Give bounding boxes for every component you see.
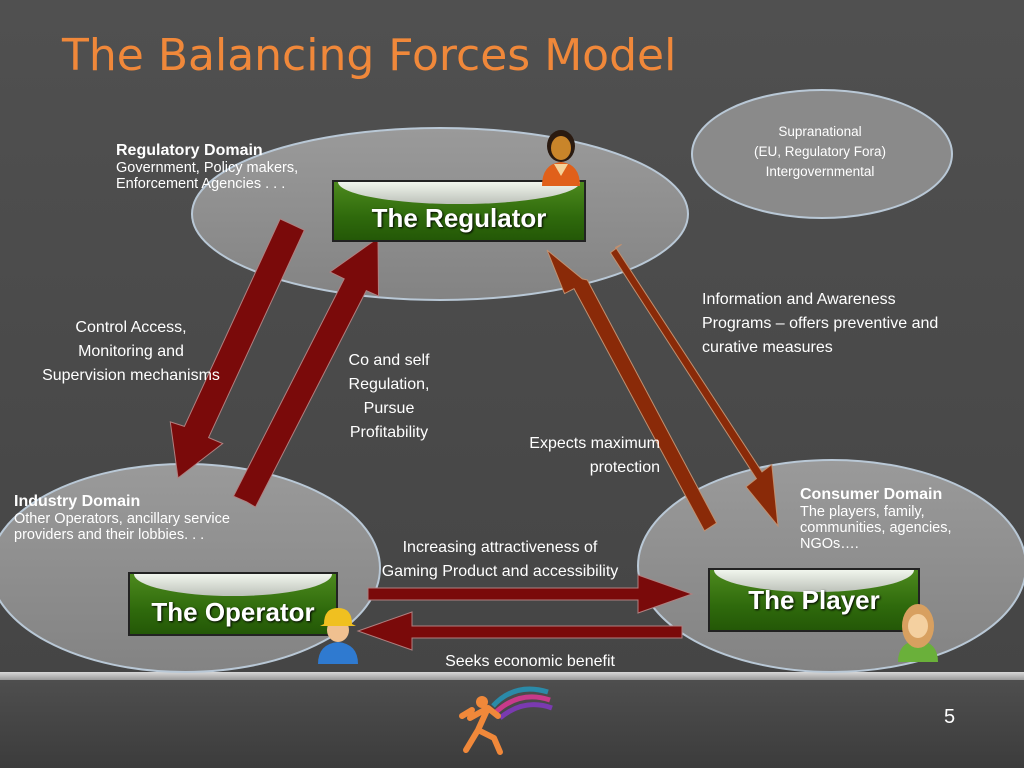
node-gloss	[134, 574, 332, 596]
woman-user-icon	[542, 130, 580, 186]
regulator-node[interactable]: The Regulator	[332, 180, 586, 242]
arrow-player-to-operator	[356, 611, 683, 651]
arrow-player-to-regulator	[546, 249, 718, 532]
label-line: Expects maximum	[529, 435, 660, 452]
industry-domain-desc-line: Other Operators, ancillary service	[14, 511, 230, 527]
label-line: Control Access,	[75, 319, 187, 336]
consumer-domain-desc-line: The players, family,	[800, 504, 925, 520]
regulatory-domain-desc-line: Enforcement Agencies . . .	[116, 176, 286, 192]
arrow-regulator-to-player	[609, 243, 779, 528]
woman-user-icon	[898, 604, 938, 662]
arrow-operator-to-player	[367, 574, 694, 614]
increasing-attractiveness-label: Increasing attractiveness of Gaming Prod…	[360, 536, 640, 584]
worker-user-icon	[318, 608, 358, 664]
regulatory-domain-desc-line: Government, Policy makers,	[116, 160, 299, 176]
industry-domain-text: Industry Domain Other Operators, ancilla…	[14, 493, 294, 543]
regulatory-domain-title: Regulatory Domain	[116, 142, 263, 159]
label-line: Pursue	[363, 400, 415, 417]
co-self-regulation-label: Co and self Regulation, Pursue Profitabi…	[326, 349, 452, 445]
control-access-label: Control Access, Monitoring and Supervisi…	[20, 316, 242, 388]
player-node[interactable]: The Player	[708, 568, 920, 632]
runner-logo-icon	[459, 686, 553, 755]
label-line: Increasing attractiveness of	[402, 539, 598, 556]
node-gloss	[338, 182, 580, 204]
footer-divider	[0, 672, 1024, 680]
regulatory-domain-text: Regulatory Domain Government, Policy mak…	[116, 142, 346, 192]
label-line: Supervision mechanisms	[42, 367, 220, 384]
operator-label: The Operator	[151, 597, 315, 627]
label-line: protection	[589, 459, 660, 476]
label-line: Information and Awareness	[702, 291, 896, 308]
consumer-domain-title: Consumer Domain	[800, 486, 943, 503]
label-line: Co and self	[348, 352, 430, 369]
industry-domain-desc-line: providers and their lobbies. . .	[14, 527, 205, 543]
supranational-ellipse	[691, 89, 953, 219]
player-label: The Player	[748, 585, 880, 615]
consumer-domain-desc-line: communities, agencies,	[800, 520, 952, 536]
label-line: Monitoring and	[78, 343, 184, 360]
regulator-label: The Regulator	[371, 203, 547, 233]
label-line: Programs – offers preventive and	[702, 315, 939, 332]
information-awareness-label: Information and Awareness Programs – off…	[702, 288, 1002, 360]
slide-title: The Balancing Forces Model	[62, 30, 677, 81]
expects-protection-label: Expects maximum protection	[480, 432, 660, 480]
label-line: Regulation,	[348, 376, 430, 393]
label-line: Profitability	[349, 424, 429, 441]
arrow-regulator-to-operator	[169, 218, 305, 479]
supranational-line: (EU, Regulatory Fora)	[753, 144, 887, 159]
supranational-text: Supranational (EU, Regulatory Fora) Inte…	[700, 122, 940, 182]
supranational-line: Supranational	[778, 124, 862, 139]
supranational-line: Intergovernmental	[765, 164, 875, 179]
industry-domain-title: Industry Domain	[14, 493, 141, 510]
page-number: 5	[944, 706, 956, 728]
operator-node[interactable]: The Operator	[128, 572, 338, 636]
label-line: curative measures	[702, 339, 833, 356]
consumer-domain-desc-line: NGOs….	[800, 536, 859, 552]
seeks-benefit-label: Seeks economic benefit	[445, 653, 615, 670]
node-gloss	[714, 570, 914, 592]
consumer-domain-text: Consumer Domain The players, family, com…	[800, 486, 1000, 552]
label-line: Gaming Product and accessibility	[381, 563, 619, 580]
